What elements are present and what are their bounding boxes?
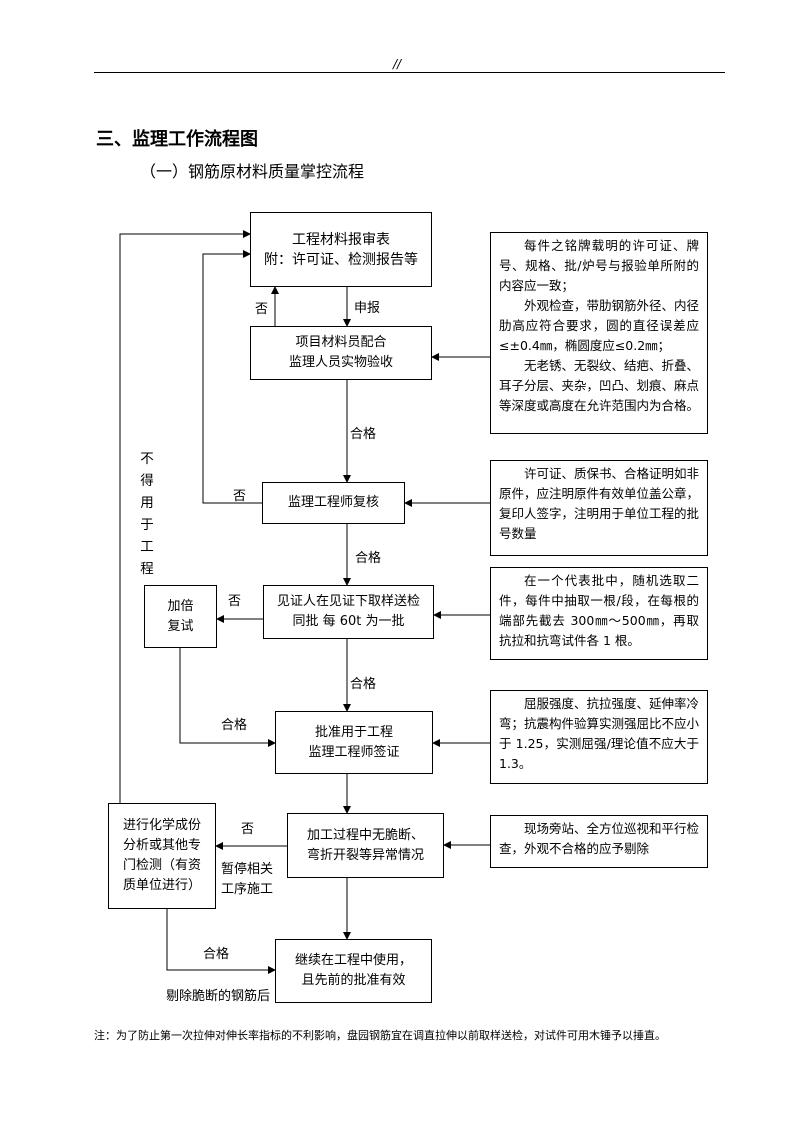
label-review-pass: 合格 — [355, 551, 382, 566]
label-declare: 申报 — [354, 301, 381, 316]
continue-use-box: 继续在工程中使用， 且先前的批准有效 — [275, 939, 432, 1003]
label-chemical-pass: 合格 — [203, 947, 230, 962]
label-sample-no: 否 — [228, 594, 242, 609]
engineer-review-box: 监理工程师复核 — [262, 482, 405, 524]
material-report-line2: 附：许可证、检测报告等 — [264, 251, 418, 268]
footnote: 注：为了防止第一次拉伸对伸长率指标的不利影响，盘园钢筋宜在调直拉伸以前取样送检，… — [94, 1029, 666, 1042]
label-suspend-2: 工序施工 — [221, 882, 274, 897]
label-not-for-use: 不得用于工程 — [140, 451, 154, 577]
review-criteria-text: 许可证、质保书、合格证明如非原件，应注明原件有效单位盖公章，复印人签字，注明用于… — [499, 466, 700, 541]
arrow-review-no — [202, 250, 262, 504]
label-inspect-no: 否 — [255, 302, 269, 317]
label-suspend-1: 暂停相关 — [221, 862, 274, 877]
processing-line2: 弯折开裂等异常情况 — [306, 847, 424, 863]
label-review-no: 否 — [233, 489, 247, 504]
processing-criteria-text: 现场旁站、全方位巡视和平行检查，外观不合格的应予剔除 — [499, 821, 700, 856]
processing-box: 加工过程中无脆断、 弯折开裂等异常情况 — [287, 813, 444, 878]
review-criteria-note: 许可证、质保书、合格证明如非原件，应注明原件有效单位盖公章，复印人签字，注明用于… — [490, 460, 708, 556]
inspection-line1: 项目材料员配合 — [295, 335, 387, 350]
label-retest-pass: 合格 — [221, 718, 248, 733]
double-retest-box: 加倍 复试 — [144, 585, 217, 648]
header-rule — [94, 72, 725, 73]
arrow-chemical-pass — [166, 909, 276, 974]
material-report-box: 工程材料报审表 附：许可证、检测报告等 — [250, 212, 432, 287]
chemical-test-line1: 进行化学成份 — [122, 818, 201, 833]
inspection-line2: 监理人员实物验收 — [288, 355, 393, 370]
processing-criteria-note: 现场旁站、全方位巡视和平行检查，外观不合格的应予剔除 — [490, 815, 708, 868]
approval-line2: 监理工程师签证 — [308, 744, 400, 760]
sampling-criteria-text: 在一个代表批中，随机选取二件，每件中抽取一根/段，在每根的端部先截去 300㎜～… — [499, 573, 699, 648]
continue-use-line2: 且先前的批准有效 — [301, 973, 406, 988]
label-inspect-pass: 合格 — [350, 427, 377, 442]
inspection-criteria-3: 无老锈、无裂纹、结疤、折叠、耳子分层、夹杂，凹凸、划痕、麻点等深度或高度在允许范… — [499, 358, 700, 413]
chemical-test-line2: 分析或其他专 — [122, 838, 201, 853]
arrow-not-for-use — [119, 230, 251, 803]
section-title: 三、监理工作流程图 — [96, 129, 258, 150]
continue-use-line1: 继续在工程中使用， — [294, 953, 412, 968]
inspection-criteria-note: 每件之铭牌载明的许可证、牌号、规格、批/炉号与报验单所附的内容应一致； 外观检查… — [490, 232, 708, 434]
header-mark: // — [392, 57, 402, 71]
label-process-no: 否 — [241, 822, 255, 837]
double-retest-line1: 加倍 — [167, 598, 194, 614]
approval-criteria-text: 屈服强度、抗拉强度、延伸率冷弯；抗震构件验算实测强屈比不应小于 1.25，实测屈… — [499, 696, 700, 771]
chemical-test-box: 进行化学成份 分析或其他专 门检测（有资 质单位进行） — [108, 803, 216, 909]
approval-box: 批准用于工程 监理工程师签证 — [275, 711, 433, 774]
subsection-title: （一）钢筋原材料质量掌控流程 — [140, 162, 365, 181]
double-retest-line2: 复试 — [167, 618, 194, 634]
processing-line1: 加工过程中无脆断、 — [306, 827, 424, 843]
sampling-criteria-note: 在一个代表批中，随机选取二件，每件中抽取一根/段，在每根的端部先截去 300㎜～… — [490, 567, 708, 660]
material-report-line1: 工程材料报审表 — [292, 231, 390, 248]
chemical-test-line3: 门检测（有资 — [122, 858, 201, 873]
sampling-box: 见证人在见证下取样送检 同批 每 60t 为一批 — [263, 585, 434, 639]
sampling-line1: 见证人在见证下取样送检 — [276, 594, 420, 609]
inspection-box: 项目材料员配合 监理人员实物验收 — [250, 326, 432, 380]
inspection-criteria-2: 外观检查，带肋钢筋外径、内径肋高应符合要求，圆的直径误差应≤±0.4㎜，椭圆度应… — [499, 298, 700, 353]
chemical-test-line4: 质单位进行） — [122, 878, 201, 893]
arrow-retest-pass — [179, 648, 276, 747]
label-sample-pass: 合格 — [350, 677, 377, 692]
approval-line1: 批准用于工程 — [314, 724, 393, 740]
approval-criteria-note: 屈服强度、抗拉强度、延伸率冷弯；抗震构件验算实测强屈比不应小于 1.25，实测屈… — [490, 690, 708, 784]
label-after-removal: 剔除脆断的钢筋后 — [166, 989, 271, 1004]
engineer-review-label: 监理工程师复核 — [287, 495, 379, 510]
sampling-line2: 同批 每 60t 为一批 — [292, 614, 405, 629]
inspection-criteria-1: 每件之铭牌载明的许可证、牌号、规格、批/炉号与报验单所附的内容应一致； — [499, 238, 699, 293]
